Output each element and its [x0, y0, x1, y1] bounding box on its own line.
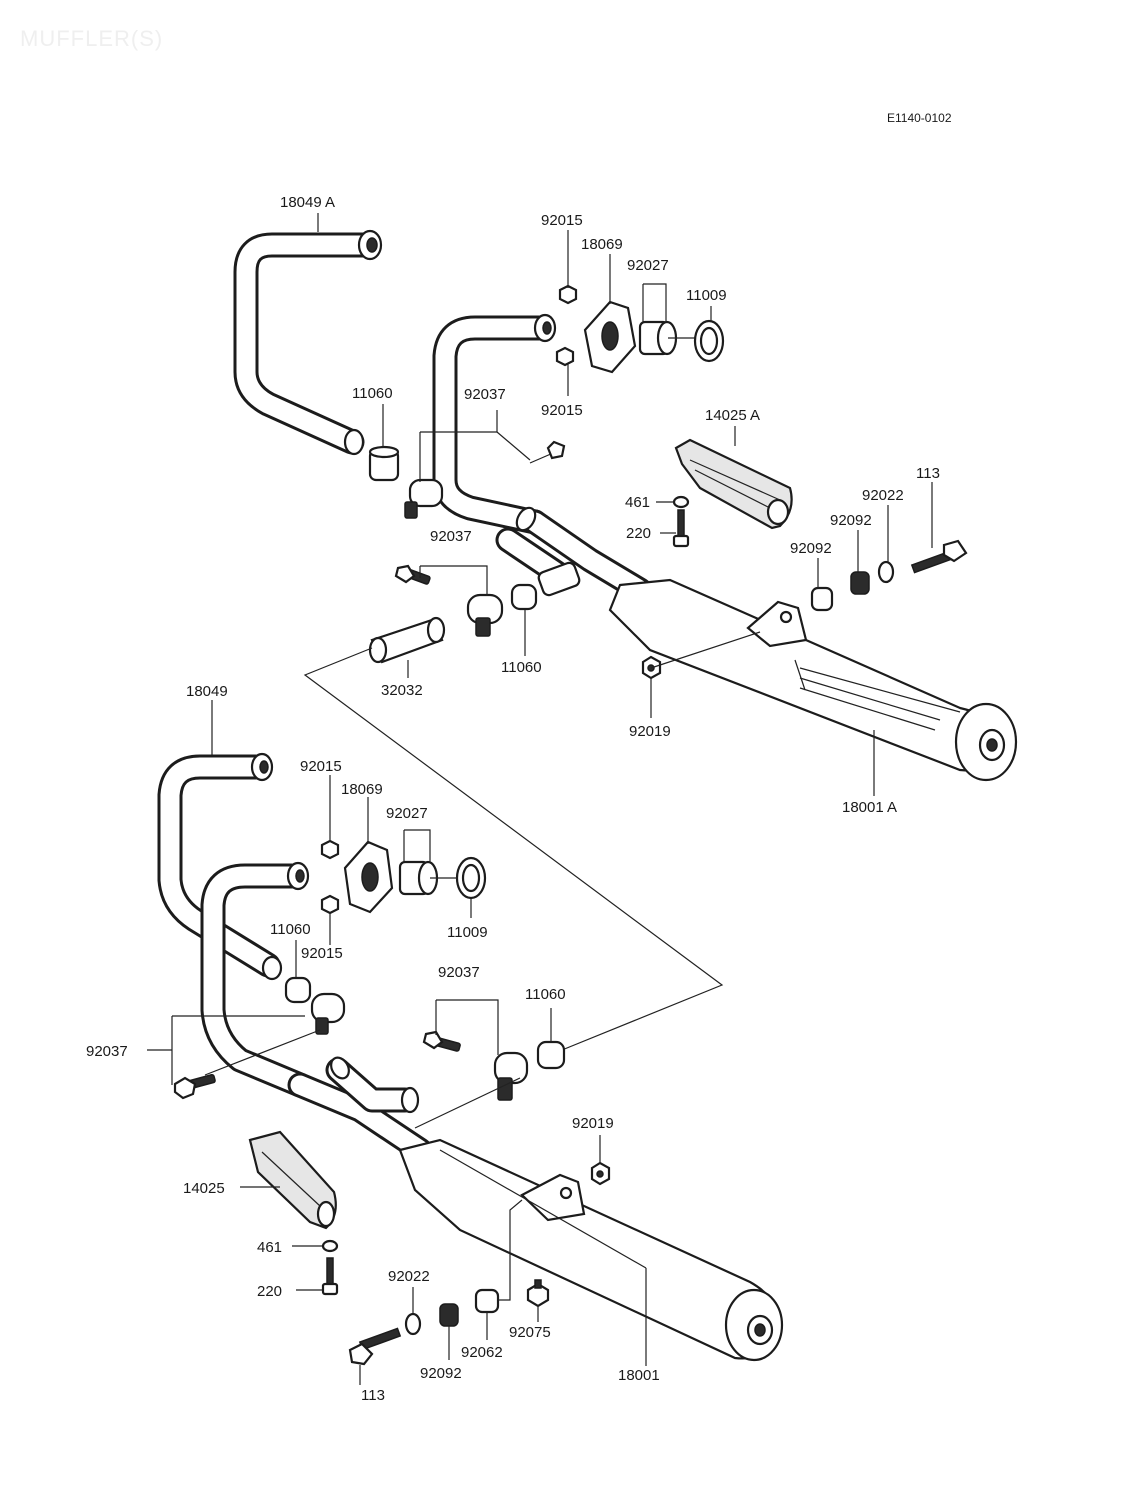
- lower-nut-92019: [590, 1161, 611, 1186]
- lower-collar-92027: [398, 860, 439, 896]
- label-92019-lower: 92019: [572, 1115, 614, 1132]
- upper-gasket-11009: [693, 319, 725, 363]
- label-92015-upper-bottom: 92015: [541, 402, 583, 419]
- upper-flange-18069: [555, 284, 637, 374]
- label-18069-upper: 18069: [581, 236, 623, 253]
- label-92015-lower-top: 92015: [300, 758, 342, 775]
- label-92015-lower-bottom: 92015: [301, 945, 343, 962]
- label-461-upper: 461: [625, 494, 650, 511]
- lower-part-labels: 18049 92015 18069 92027 11009 11060 9201…: [86, 683, 660, 1404]
- upper-clamp-92037-a: [404, 440, 566, 519]
- upper-exhaust-pipe-18049a: [233, 229, 383, 456]
- lower-clamp-92037-b: [422, 1030, 529, 1101]
- label-92022-upper: 92022: [862, 487, 904, 504]
- lower-heat-guard-14025: [248, 1130, 337, 1230]
- label-11009-lower: 11009: [447, 924, 488, 941]
- upper-clamp-92037-b: [394, 564, 504, 637]
- label-18001a: 18001 A: [842, 799, 897, 816]
- upper-part-labels: 18049 A 92015 18069 92027 11009 92015 11…: [280, 194, 940, 816]
- label-14025a: 14025 A: [705, 407, 760, 424]
- label-92037-upper-a: 92037: [464, 386, 506, 403]
- label-92092-upper-b: 92092: [790, 540, 832, 557]
- label-11060-upper-b: 11060: [501, 659, 542, 676]
- upper-collector: [495, 506, 653, 603]
- lower-washer-461: [321, 1239, 339, 1253]
- label-92062-lower: 92062: [461, 1344, 503, 1361]
- diagram-code: E1140-0102: [887, 111, 952, 125]
- label-92027-lower: 92027: [386, 805, 428, 822]
- upper-assembly: 18049 A 92015 18069 92027 11009 92015 11…: [233, 194, 1018, 1051]
- lower-gasket-11060-b: [536, 1040, 566, 1070]
- lower-flange-18069: [320, 839, 394, 915]
- lower-bolt-220: [321, 1257, 339, 1296]
- label-11009-upper: 11009: [686, 287, 727, 304]
- lower-gasket-11009: [455, 856, 487, 900]
- label-18049: 18049: [186, 683, 228, 700]
- label-220-upper: 220: [626, 525, 651, 542]
- lower-hardware: [348, 1279, 550, 1366]
- label-220-lower: 220: [257, 1283, 282, 1300]
- lower-assembly: 18049 92015 18069 92027 11009 11060 9201…: [86, 683, 784, 1404]
- label-18001: 18001: [618, 1367, 660, 1384]
- upper-muffler-18001a: [608, 578, 1018, 782]
- upper-bolt-220: [672, 509, 690, 548]
- upper-gasket-11060-a: [368, 445, 400, 482]
- label-92022-lower: 92022: [388, 1268, 430, 1285]
- label-18049a: 18049 A: [280, 194, 335, 211]
- label-11060-upper-a: 11060: [352, 385, 393, 402]
- diagram-title: MUFFLER(S): [20, 26, 163, 51]
- label-92092-lower: 92092: [420, 1365, 462, 1382]
- lower-exhaust-pipe-18049: [157, 752, 283, 981]
- label-92075-lower: 92075: [509, 1324, 551, 1341]
- label-11060-lower-b: 11060: [525, 986, 566, 1003]
- label-92015-upper-top: 92015: [541, 212, 583, 229]
- label-92037-upper-b: 92037: [430, 528, 472, 545]
- lower-clamp-92037-a: [310, 992, 346, 1035]
- lower-muffler-18001: [398, 1138, 784, 1362]
- label-92092-upper-a: 92092: [830, 512, 872, 529]
- label-32032: 32032: [381, 682, 423, 699]
- lower-gasket-11060-a: [284, 976, 312, 1004]
- upper-gasket-11060-b: [510, 583, 538, 611]
- label-92019-upper: 92019: [629, 723, 671, 740]
- label-14025: 14025: [183, 1180, 225, 1197]
- upper-washer-461: [672, 495, 690, 509]
- upper-exhaust-pipe-inner: [432, 313, 557, 535]
- label-92027-upper: 92027: [627, 257, 669, 274]
- upper-hardware-right: [810, 539, 968, 612]
- lower-exhaust-pipe-inner: [200, 861, 313, 1098]
- label-113-upper: 113: [916, 465, 940, 482]
- upper-joint-pipe-32032: [368, 616, 446, 664]
- label-18069-lower: 18069: [341, 781, 383, 798]
- label-461-lower: 461: [257, 1239, 282, 1256]
- label-11060-lower-a: 11060: [270, 921, 311, 938]
- label-92037-lower-a: 92037: [86, 1043, 128, 1060]
- lower-leader-lines: [147, 700, 647, 1385]
- label-113-lower: 113: [361, 1387, 385, 1404]
- upper-heat-guard-14025a: [674, 438, 793, 530]
- upper-leader-lines: [303, 213, 933, 1051]
- lower-collector: [287, 1056, 433, 1163]
- lower-bolt-92037-left: [173, 1073, 216, 1100]
- label-92037-lower-b: 92037: [438, 964, 480, 981]
